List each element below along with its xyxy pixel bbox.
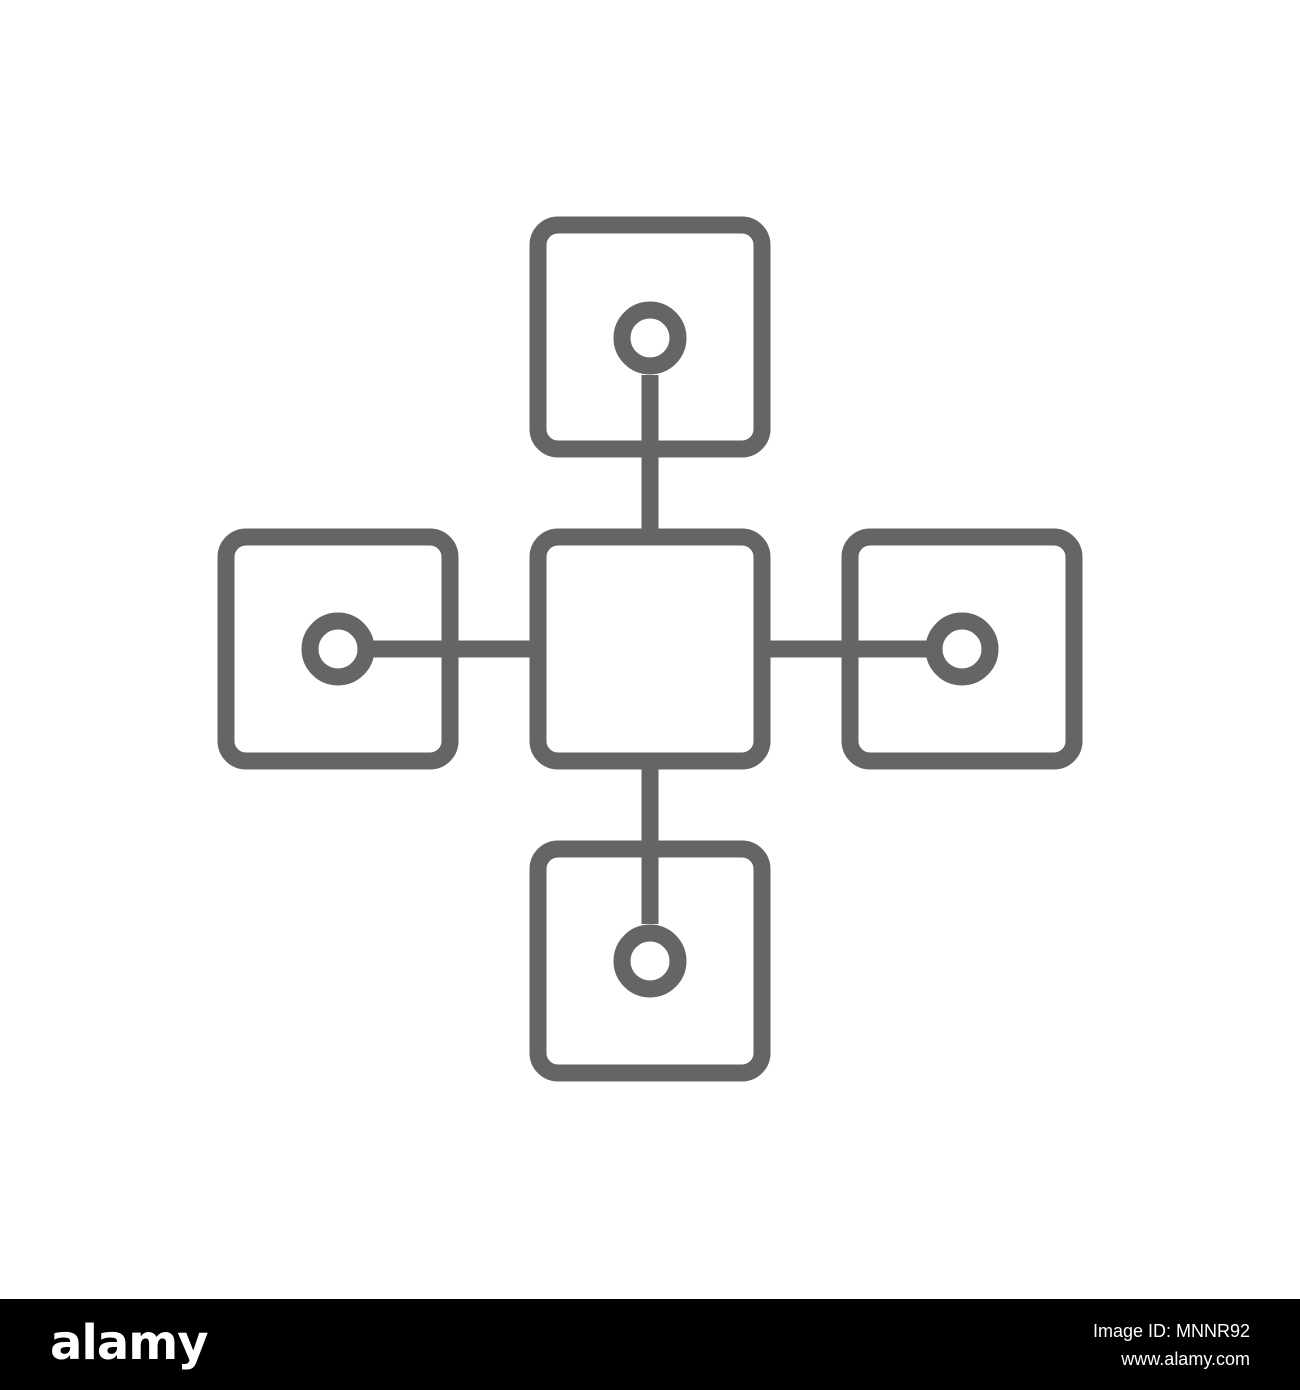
alamy-logo: alamy [50, 1315, 209, 1371]
image-id-label: Image ID: MNNR92 [1092, 1321, 1250, 1341]
left-node [301, 612, 375, 686]
right-block [841, 528, 1083, 770]
blockchain-network-icon [217, 216, 1083, 1082]
watermark-footer: alamy Image ID: MNNR92 www.alamy.com [0, 1299, 1300, 1390]
left-block [217, 528, 459, 770]
top-node [613, 301, 687, 375]
site-url-label: www.alamy.com [1121, 1349, 1250, 1369]
right-node [925, 612, 999, 686]
bottom-node [613, 924, 687, 998]
bottom-block [529, 840, 771, 1082]
center-block [529, 528, 771, 770]
icon-canvas [217, 216, 1083, 1082]
top-block [529, 216, 771, 458]
